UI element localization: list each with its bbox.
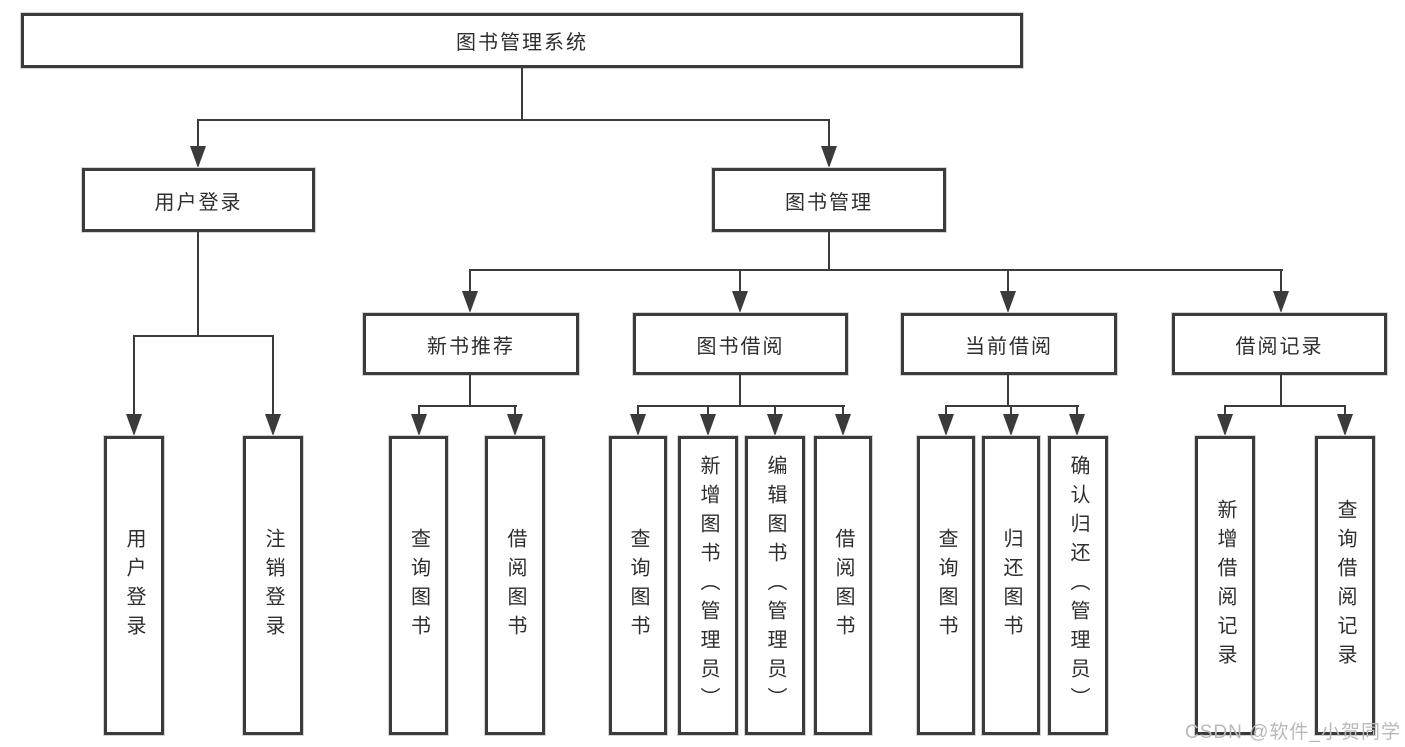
node-query-books: 查询图书 [609,436,667,735]
node-label: 新增图书（管理员） [697,455,719,716]
node-add-books-admin: 新增图书（管理员） [678,436,738,735]
arrow-down-icon [630,414,646,436]
node-label: 借阅图书 [832,527,854,644]
connector-line [842,407,844,416]
node-user-login: 用户登录 [82,168,315,232]
node-borrow-books: 借阅图书 [814,436,872,735]
arrow-down-icon [1273,291,1289,313]
connector-line [945,407,947,416]
node-label: 图书管理 [785,191,873,214]
arrow-down-icon [411,414,427,436]
connector-line [707,407,709,416]
arrow-down-icon [126,414,142,436]
connector-line [1344,407,1346,416]
node-label: 归还图书 [1000,527,1022,644]
connector-line [521,68,523,120]
node-query-books: 查询图书 [389,436,448,735]
node-book-borrow: 图书借阅 [633,313,848,375]
connector-line [197,119,830,121]
csdn-watermark: CSDN @软件_小贺同学 [1185,722,1401,743]
arrow-down-icon [1003,414,1019,436]
connector-line [828,121,830,148]
node-label: 确认归还（管理员） [1067,455,1089,716]
arrow-down-icon [732,291,748,313]
node-label: 图书管理系统 [456,32,588,54]
connector-line [1224,407,1226,416]
arrow-down-icon [700,414,716,436]
node-add-borrow-record: 新增借阅记录 [1195,436,1255,735]
connector-line [469,269,1283,271]
connector-line [828,232,830,270]
arrow-down-icon [835,414,851,436]
node-label: 查询借阅记录 [1334,498,1356,673]
connector-line [1076,407,1078,416]
arrow-down-icon [265,414,281,436]
node-logout-action: 注销登录 [243,436,303,735]
node-label: 用户登录 [154,191,243,214]
node-borrow-books: 借阅图书 [485,436,545,735]
arrow-down-icon [1217,414,1233,436]
connector-line [774,407,776,416]
connector-line [514,407,516,416]
connector-line [739,375,741,406]
node-label: 查询图书 [627,527,649,644]
node-label: 查询图书 [935,527,957,644]
arrow-down-icon [1337,414,1353,436]
connector-line [197,232,199,336]
node-book-management: 图书管理 [712,168,946,232]
arrow-down-icon [938,414,954,436]
node-query-borrow-record: 查询借阅记录 [1315,436,1375,735]
node-label: 图书借阅 [696,335,785,358]
node-borrow-records: 借阅记录 [1172,313,1387,375]
node-edit-books-admin: 编辑图书（管理员） [745,436,805,735]
connector-line [1280,271,1282,293]
connector-line [945,405,1079,407]
node-return-books: 归还图书 [982,436,1040,735]
node-label: 新增借阅记录 [1214,498,1236,673]
connector-line [1007,375,1009,406]
arrow-down-icon [821,146,837,168]
arrow-down-icon [767,414,783,436]
connector-line [133,335,274,337]
arrow-down-icon [462,291,478,313]
arrow-down-icon [1069,414,1085,436]
node-query-books: 查询图书 [917,436,975,735]
node-library-management-system: 图书管理系统 [21,13,1023,68]
connector-line [197,121,199,148]
arrow-down-icon [1000,291,1016,313]
node-label: 借阅图书 [504,527,526,644]
connector-line [739,271,741,293]
node-new-book-recommend: 新书推荐 [363,313,579,375]
node-label: 借阅记录 [1235,335,1324,358]
node-user-login-action: 用户登录 [104,436,164,735]
connector-line [1280,375,1282,406]
connector-line [1224,405,1346,407]
node-label: 注销登录 [262,527,284,644]
connector-line [272,337,274,416]
arrow-down-icon [190,146,206,168]
connector-line [418,405,517,407]
node-label: 新书推荐 [427,335,515,358]
node-label: 当前借阅 [965,335,1053,358]
connector-line [133,337,135,416]
node-label: 查询图书 [407,527,430,644]
arrow-down-icon [507,414,523,436]
node-current-borrow: 当前借阅 [901,313,1117,375]
connector-line [469,375,471,406]
connector-line [1010,407,1012,416]
node-label: 编辑图书（管理员） [764,455,786,716]
connector-line [469,271,471,293]
node-label: 用户登录 [123,527,145,644]
node-confirm-return-admin: 确认归还（管理员） [1048,436,1108,735]
connector-line [637,407,639,416]
connector-line [637,405,845,407]
connector-line [1007,271,1009,293]
connector-line [418,407,420,416]
